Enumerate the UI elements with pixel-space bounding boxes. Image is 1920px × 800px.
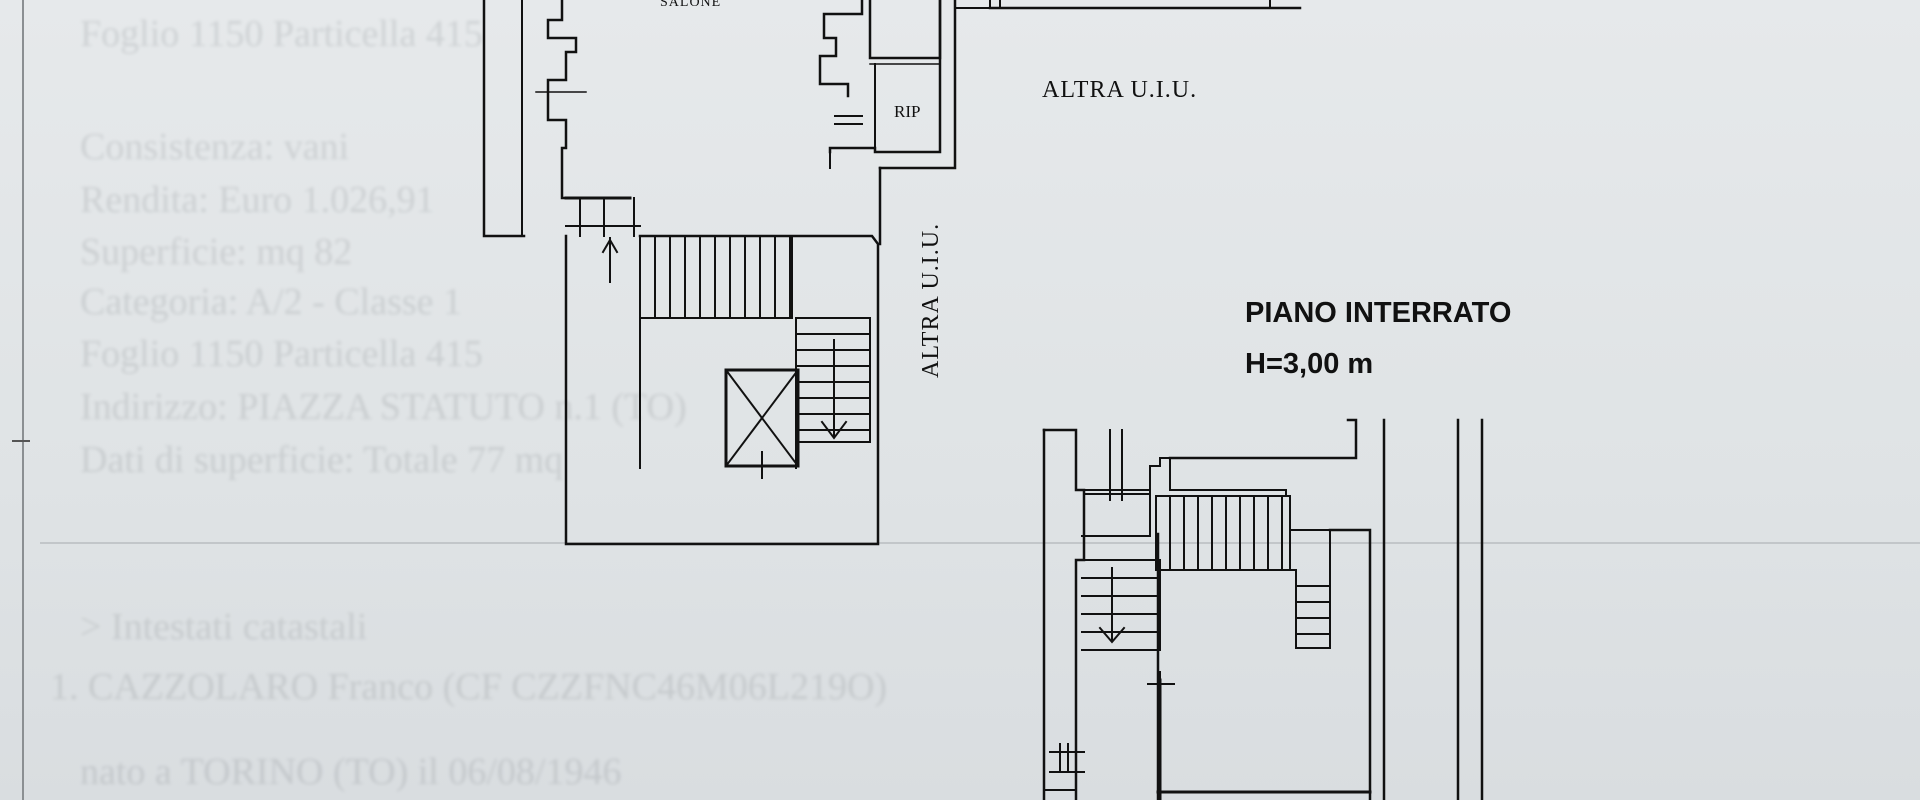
room-label-rip: RIP bbox=[894, 102, 920, 121]
faded-text-line: > Intestati catastali bbox=[80, 606, 368, 648]
floor-height: H=3,00 m bbox=[1245, 348, 1373, 380]
room-label-salone: SALONE bbox=[660, 0, 721, 10]
faded-text-line: Foglio 1150 Particella 415 bbox=[80, 333, 483, 375]
faded-text-line: 1. CAZZOLARO Franco (CF CZZFNC46M06L219O… bbox=[50, 666, 888, 708]
faded-text-line: Rendita: Euro 1.026,91 bbox=[80, 179, 435, 221]
faded-text-line: Superficie: mq 82 bbox=[80, 231, 353, 273]
basement-plan-walls bbox=[1042, 418, 1484, 800]
faded-text-line: Consistenza: vani bbox=[80, 126, 350, 168]
page-margin-line bbox=[22, 0, 24, 800]
upper-plan-walls bbox=[482, 0, 1302, 546]
faded-text-line: Dati di superficie: Totale 77 mq bbox=[80, 439, 564, 481]
margin-tick bbox=[12, 440, 30, 442]
faded-text-line: Indirizzo: PIAZZA STATUTO n.1 (TO) bbox=[80, 386, 687, 428]
neighbor-unit-label-vertical: ALTRA U.I.U. bbox=[918, 223, 944, 378]
faded-text-line: Categoria: A/2 - Classe 1 bbox=[80, 281, 463, 323]
faded-text-line: nato a TORINO (TO) il 06/08/1946 bbox=[80, 751, 622, 793]
faded-separator-line bbox=[40, 542, 1920, 544]
floor-title: PIANO INTERRATO bbox=[1245, 297, 1511, 329]
neighbor-unit-label: ALTRA U.I.U. bbox=[1042, 77, 1197, 103]
faded-text-line: Foglio 1150 Particella 415 bbox=[80, 13, 483, 55]
